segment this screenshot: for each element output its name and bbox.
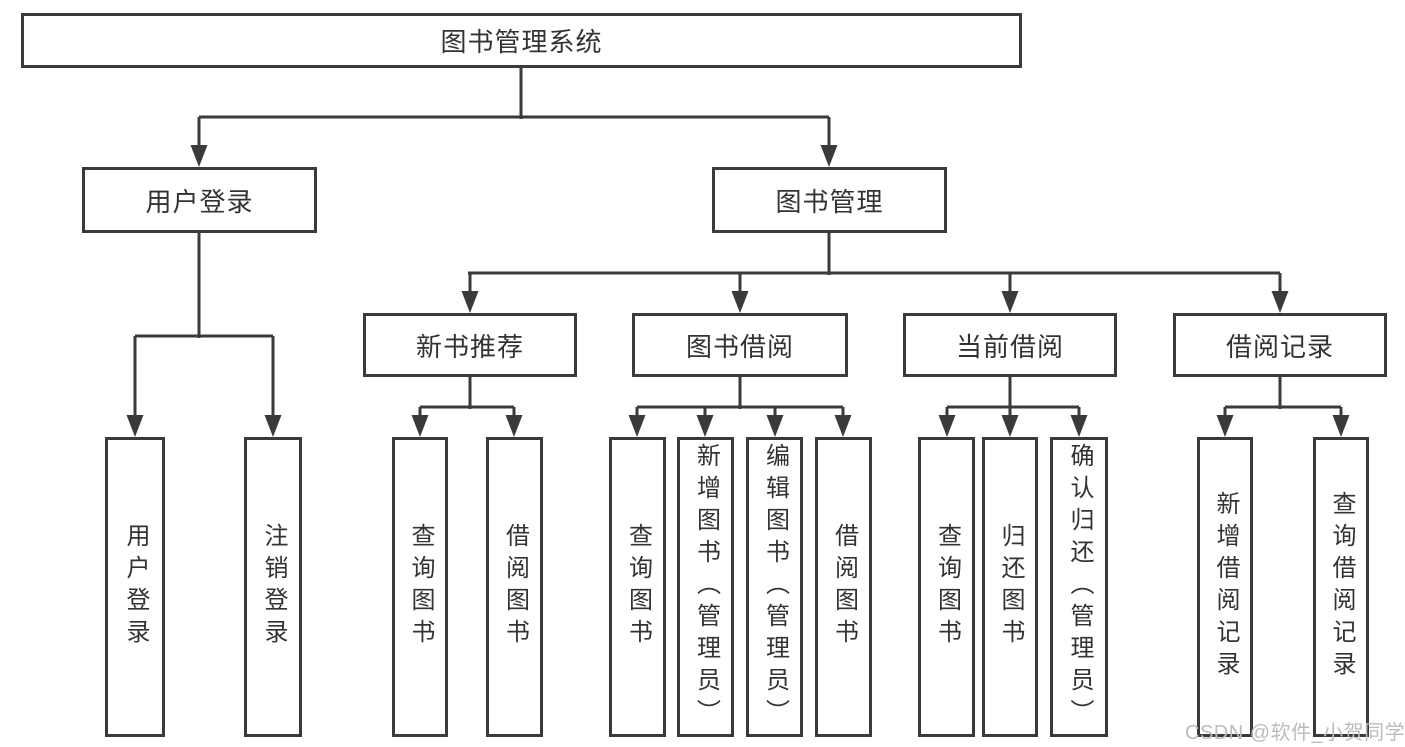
leaf-confirm-return-admin: 确认归还（管理员）	[1050, 437, 1108, 737]
node-label: 借阅图书	[501, 523, 529, 651]
leaf-logout: 注销登录	[244, 437, 302, 737]
leaf-add-books-admin: 新增图书（管理员）	[677, 437, 734, 737]
node-label: 归还图书	[997, 523, 1024, 651]
node-label: 图书借阅	[685, 331, 794, 362]
node-label: 查询借阅记录	[1328, 491, 1355, 683]
node-book-management: 图书管理	[712, 167, 947, 233]
node-borrowing-records: 借阅记录	[1173, 313, 1387, 377]
node-label: 借阅记录	[1225, 331, 1334, 362]
node-label: 用户登录	[145, 186, 254, 217]
leaf-borrowing-query-books: 查询图书	[609, 437, 666, 737]
node-label: 注销登录	[260, 523, 287, 651]
csdn-watermark: CSDN @软件_小贺同学	[1185, 722, 1405, 744]
node-label: 查询图书	[933, 523, 961, 651]
leaf-return-books: 归还图书	[982, 437, 1038, 737]
node-label: 确认归还（管理员）	[1066, 443, 1093, 731]
node-current-borrowing: 当前借阅	[903, 313, 1117, 377]
node-label: 查询图书	[407, 523, 434, 651]
node-new-book-recommendation: 新书推荐	[363, 313, 577, 377]
node-label: 借阅图书	[830, 523, 858, 651]
leaf-add-borrow-record: 新增借阅记录	[1197, 437, 1253, 737]
node-label: 新书推荐	[415, 331, 524, 362]
leaf-recommend-borrow-books: 借阅图书	[486, 437, 543, 737]
node-label: 查询图书	[624, 523, 652, 651]
node-label: 图书管理系统	[440, 27, 603, 57]
node-label: 图书管理	[775, 186, 884, 217]
leaf-recommend-query-books: 查询图书	[392, 437, 448, 737]
node-label: 用户登录	[122, 523, 149, 651]
node-book-borrowing: 图书借阅	[632, 313, 848, 377]
node-label: 新增借阅记录	[1212, 491, 1239, 683]
leaf-query-borrow-record: 查询借阅记录	[1313, 437, 1369, 737]
node-user-login: 用户登录	[82, 167, 317, 233]
node-label: 当前借阅	[955, 331, 1064, 362]
leaf-user-login: 用户登录	[105, 437, 165, 737]
leaf-borrowing-borrow-books: 借阅图书	[815, 437, 872, 737]
leaf-current-query-books: 查询图书	[918, 437, 975, 737]
node-label: 新增图书（管理员）	[692, 443, 720, 731]
leaf-edit-books-admin: 编辑图书（管理员）	[746, 437, 803, 737]
node-label: 编辑图书（管理员）	[761, 443, 789, 731]
node-library-management-system: 图书管理系统	[21, 13, 1022, 68]
